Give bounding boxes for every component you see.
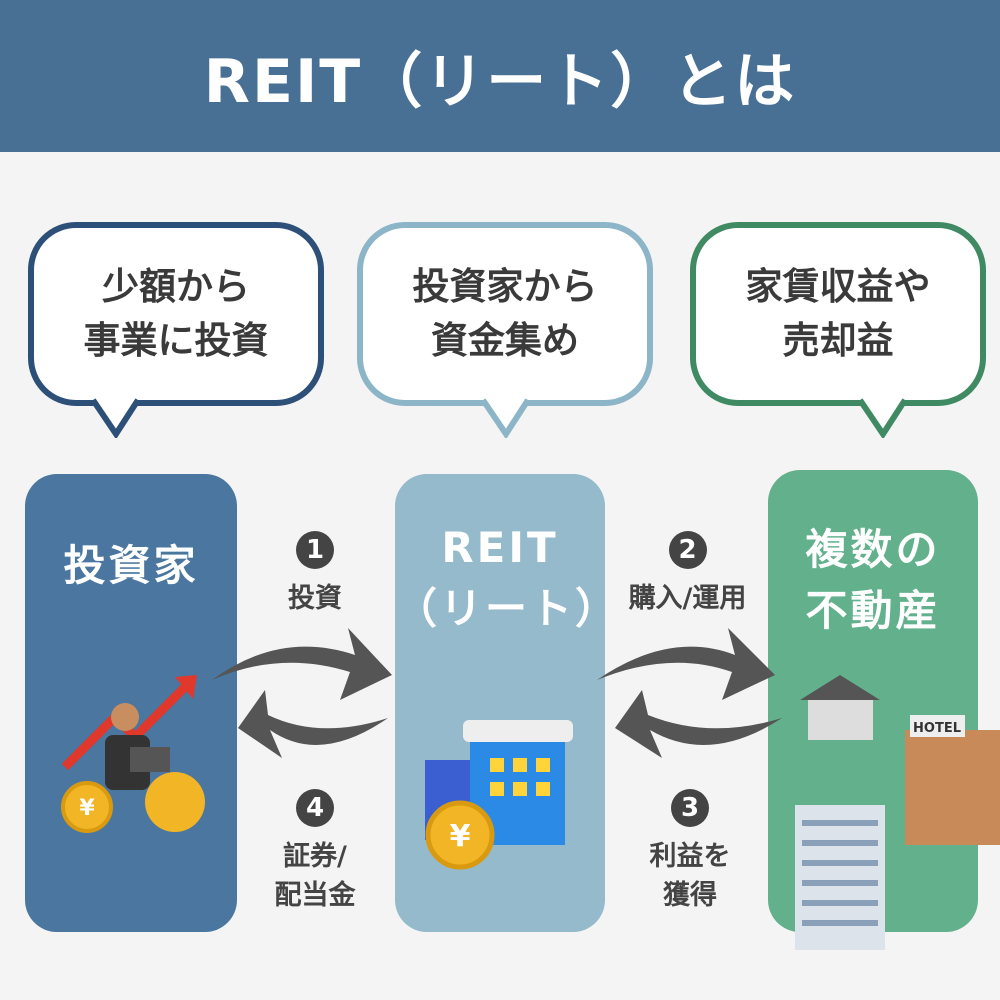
step-number: 4 [296,789,334,827]
step-1: 1 投資 [255,530,375,618]
panel-title: 投資家 [63,541,199,590]
panel-reit: REIT （リート） ¥ [395,474,621,932]
speech-bubble-investor: 少額から 事業に投資 [28,222,324,406]
real-estate-illustration-icon: HOTEL [795,675,1000,950]
step-number: 2 [668,531,707,569]
arrow-right-icon [597,628,775,700]
yen-sign: ¥ [79,796,95,821]
step-4: 4 証券/ 配当金 [255,788,375,915]
step-number: 3 [671,789,709,827]
arrow-left-icon [238,690,388,758]
bubble-tail-icon [857,398,908,438]
bubble-tail-icon [90,398,141,438]
step-2: 2 購入/運用 [605,530,770,618]
step-label: 利益を 獲得 [649,841,731,912]
bubble-tail-icon [480,398,531,438]
yen-sign: ¥ [450,819,471,854]
panel-title: 複数の 不動産 [805,525,941,635]
step-label: 証券/ 配当金 [274,841,356,912]
page-title: REIT（リート）とは [0,0,1000,152]
step-number: 1 [296,531,334,569]
panel-investor: 投資家 ¥ [25,474,237,932]
speech-bubble-realestate: 家賃収益や 売却益 [690,222,986,406]
arrow-right-icon [212,628,392,700]
investor-illustration-icon: ¥ [61,674,205,833]
step-label: 投資 [288,583,342,614]
arrow-left-icon [615,690,782,758]
panel-title: REIT （リート） [395,523,621,633]
building-yen-illustration-icon: ¥ [425,719,573,870]
step-3: 3 利益を 獲得 [630,788,750,915]
step-label: 購入/運用 [628,583,747,614]
hotel-sign: HOTEL [913,721,961,736]
